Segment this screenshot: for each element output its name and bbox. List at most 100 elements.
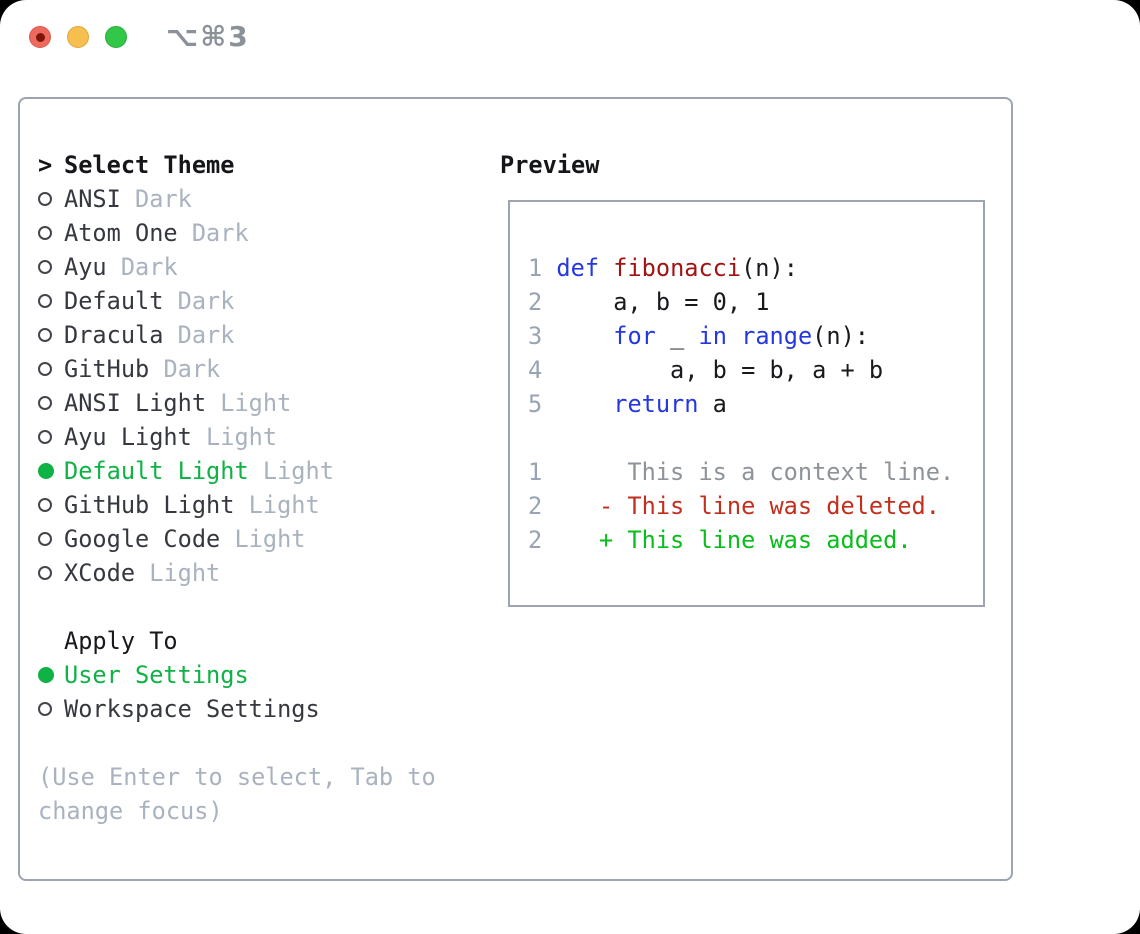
theme-variant-tag: Light <box>149 559 221 587</box>
option-label: Workspace Settings <box>64 695 320 723</box>
line-number: 5 <box>528 390 543 418</box>
theme-variant-tag: Dark <box>135 185 192 213</box>
close-modified-dot-icon <box>35 32 45 42</box>
theme-option-atom-one[interactable]: Atom One Dark <box>38 216 436 250</box>
option-label: Google Code <box>64 525 221 553</box>
radio-icon <box>38 702 64 716</box>
theme-variant-tag: Light <box>262 457 334 485</box>
radio-icon <box>38 362 64 376</box>
theme-option-dracula[interactable]: Dracula Dark <box>38 318 436 352</box>
radio-icon <box>38 498 64 512</box>
hint-line-2: change focus) <box>38 797 223 825</box>
option-label: Dracula <box>64 321 164 349</box>
select-theme-header: > Select Theme <box>38 148 436 182</box>
option-label: User Settings <box>64 661 249 689</box>
close-button[interactable] <box>29 26 51 48</box>
spacer <box>38 590 436 624</box>
hint-line-1: (Use Enter to select, Tab to <box>38 763 436 791</box>
theme-option-default-light[interactable]: Default Light Light <box>38 454 436 488</box>
radio-icon <box>38 328 64 342</box>
line-number: 2 <box>528 492 543 520</box>
apply-option-user-settings[interactable]: User Settings <box>38 658 436 692</box>
radio-icon <box>38 226 64 240</box>
titlebar <box>29 26 127 48</box>
option-label: ANSI Light <box>64 389 207 417</box>
line-content: a, b = 0, 1 <box>556 288 770 316</box>
line-number <box>528 421 556 455</box>
theme-variant-tag: Light <box>234 525 306 553</box>
line-number: 2 <box>528 526 543 554</box>
radio-icon <box>38 396 64 410</box>
theme-option-github-light[interactable]: GitHub Light Light <box>38 488 436 522</box>
option-label: GitHub Light <box>64 491 235 519</box>
preview-code: 1 def fibonacci(n): 2 a, b = 0, 1 3 for _ i… <box>528 251 983 557</box>
line-number: 1 <box>528 458 543 486</box>
theme-variant-tag: Dark <box>177 321 235 349</box>
theme-variant-tag: Dark <box>191 219 249 247</box>
option-label: Ayu <box>64 253 107 281</box>
line-number: 1 <box>528 254 543 282</box>
line-number: 2 <box>528 288 543 316</box>
line-content: This is a context line. <box>556 458 955 486</box>
focus-caret-icon: > <box>38 151 53 179</box>
theme-option-google-code[interactable]: Google Code Light <box>38 522 436 556</box>
radio-selected-icon <box>38 463 64 479</box>
preview-line: 4 a, b = b, a + b <box>528 353 983 387</box>
apply-to-header: Apply To <box>38 624 436 658</box>
option-label: Atom One <box>64 219 178 247</box>
preview-line: 1 This is a context line. <box>528 455 983 489</box>
window-shortcut-label: ⌥⌘3 <box>166 20 250 53</box>
line-content: - This line was deleted. <box>556 492 940 520</box>
preview-code-box: 1 def fibonacci(n): 2 a, b = 0, 1 3 for _ i… <box>508 200 985 607</box>
option-label: XCode <box>64 559 136 587</box>
theme-option-ansi-light[interactable]: ANSI Light Light <box>38 386 436 420</box>
theme-option-xcode[interactable]: XCode Light <box>38 556 436 590</box>
theme-option-ayu[interactable]: Ayu Dark <box>38 250 436 284</box>
radio-icon <box>38 294 64 308</box>
theme-option-ayu-light[interactable]: Ayu Light Light <box>38 420 436 454</box>
preview-line: 2 + This line was added. <box>528 523 983 557</box>
theme-variant-tag: Dark <box>120 253 178 281</box>
minimize-button[interactable] <box>67 26 89 48</box>
option-label: GitHub <box>64 355 150 383</box>
radio-icon <box>38 532 64 546</box>
apply-option-workspace-settings[interactable]: Workspace Settings <box>38 692 436 726</box>
line-content: + This line was added. <box>556 526 912 554</box>
line-number: 3 <box>528 322 543 350</box>
theme-variant-tag: Light <box>248 491 320 519</box>
preview-line: 5 return a <box>528 387 983 421</box>
radio-icon <box>38 566 64 580</box>
radio-selected-icon <box>38 667 64 683</box>
line-content: a, b = b, a + b <box>556 356 884 384</box>
line-content: for _ in range(n): <box>613 322 869 350</box>
zoom-button[interactable] <box>105 26 127 48</box>
radio-icon <box>38 430 64 444</box>
select-theme-title: Select Theme <box>64 151 235 179</box>
spacer <box>38 726 436 760</box>
preview-line <box>528 421 983 455</box>
theme-option-ansi[interactable]: ANSI Dark <box>38 182 436 216</box>
option-label: ANSI <box>64 185 121 213</box>
option-label: Ayu Light <box>64 423 192 451</box>
preview-line: 2 a, b = 0, 1 <box>528 285 983 319</box>
radio-icon <box>38 260 64 274</box>
theme-variant-tag: Light <box>220 389 292 417</box>
line-content: def fibonacci(n): <box>556 254 798 282</box>
line-content: return a <box>613 390 727 418</box>
preview-title: Preview <box>500 151 600 179</box>
line-number: 4 <box>528 356 543 384</box>
radio-icon <box>38 192 64 206</box>
preview-line: 2 - This line was deleted. <box>528 489 983 523</box>
apply-to-title: Apply To <box>64 627 178 655</box>
option-label: Default Light <box>64 457 249 485</box>
theme-variant-tag: Light <box>206 423 278 451</box>
theme-variant-tag: Dark <box>177 287 235 315</box>
preview-line: 1 def fibonacci(n): <box>528 251 983 285</box>
